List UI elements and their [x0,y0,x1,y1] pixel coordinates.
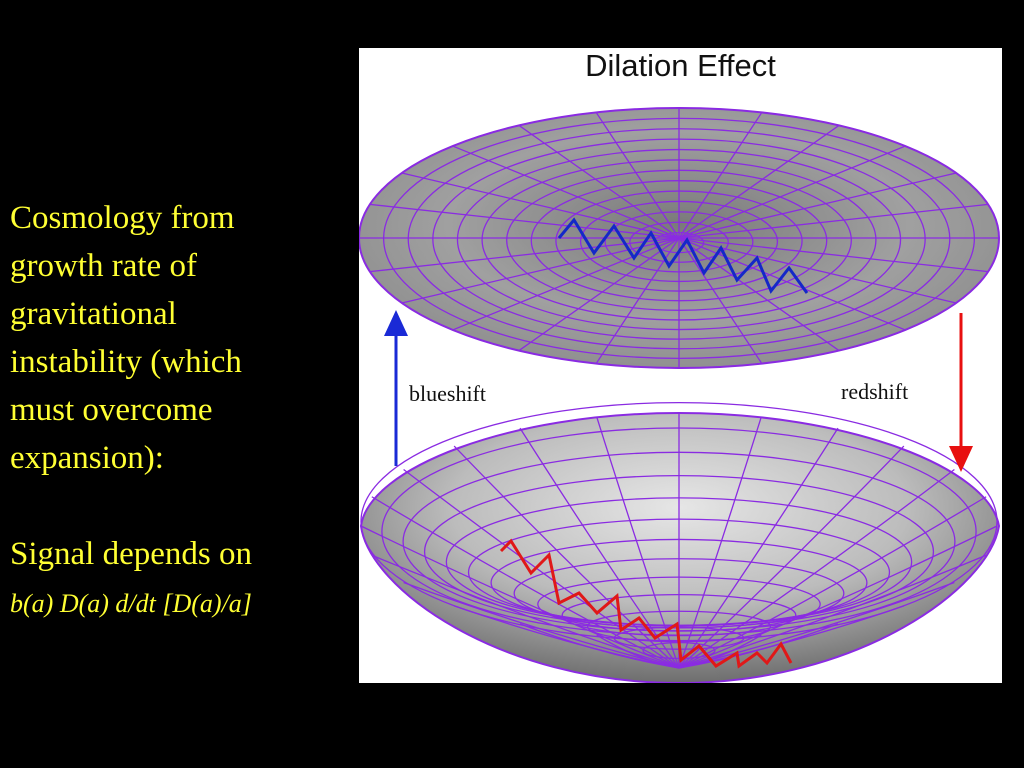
text-line-2: growth rate of [10,248,197,284]
grid-spoke [678,445,905,669]
grid-spoke [596,416,680,669]
grid-spoke [369,237,680,273]
blueshift-label: blueshift [409,381,486,406]
grid-spoke [678,203,989,239]
redshift-arrow [949,313,973,472]
grid-spoke [678,237,840,352]
grid-spoke [453,445,680,669]
grid-spoke [678,112,763,239]
grid-spoke [371,554,680,669]
bottom-bowl [359,401,1001,683]
grid-spoke [403,468,680,669]
intro-paragraph: Cosmology from growth rate of gravitatio… [10,194,350,482]
text-line-5: must overcome [10,392,213,428]
figure-title: Dilation Effect [585,48,776,83]
slide-text: Cosmology from growth rate of gravitatio… [10,194,350,626]
signal-line: Signal depends on [10,536,252,572]
grid-spoke [678,145,906,239]
grid-spoke [453,605,680,669]
grid-spoke [678,525,998,669]
blueshift-arrow [384,310,408,466]
grid-spoke [678,237,957,304]
top-disk [359,107,1000,369]
grid-spoke [518,124,680,239]
grid-spoke [403,581,680,669]
grid-spoke [452,145,680,239]
grid-spoke [678,496,987,669]
redshift-label: redshift [841,379,909,404]
dilation-figure: Dilation Effect blueshift redshift [359,48,1002,683]
text-line-3: gravitational [10,296,177,332]
text-line-1: Cosmology from [10,200,235,236]
signal-paragraph: Signal depends on b(a) D(a) d/dt [D(a)/a… [10,530,350,626]
grid-spoke [678,124,840,239]
grid-spoke [678,427,839,669]
grid-spoke [369,203,680,239]
grid-spoke [595,112,680,239]
grid-spoke [678,237,763,364]
grid-spoke [401,237,680,304]
grid-spoke [519,427,680,669]
grid-spoke [678,237,989,273]
grid-spoke [678,172,957,239]
grid-spoke [678,468,955,669]
grid-spoke [678,623,839,669]
grid-spoke [678,416,762,669]
grid-spoke [452,237,680,331]
grid-spoke [678,554,987,669]
grid-spoke [360,525,680,669]
blue-wave [557,217,809,294]
grid-spoke [518,237,680,352]
grid-spoke [401,172,680,239]
grid-spoke [371,496,680,669]
text-line-6: expansion): [10,440,164,476]
figure-graphic [359,107,1001,683]
text-line-4: instability (which [10,344,242,380]
grid-spoke [678,634,762,669]
red-wave [499,538,793,669]
formula: b(a) D(a) d/dt [D(a)/a] [10,589,252,618]
